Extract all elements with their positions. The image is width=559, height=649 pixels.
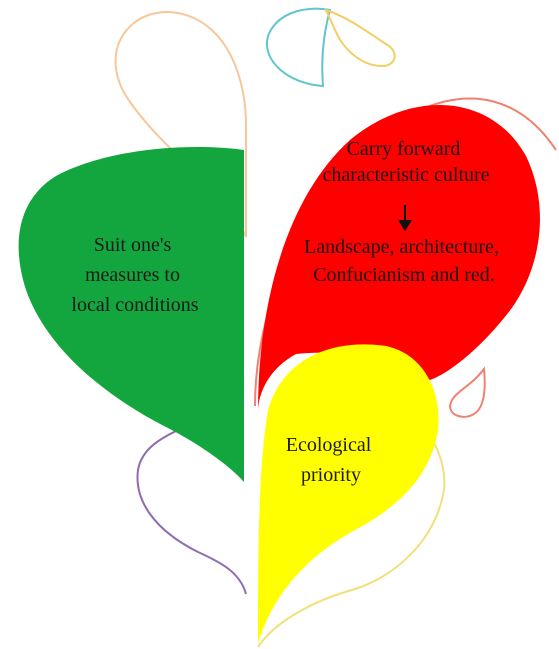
down-arrow-icon [398,205,412,231]
green-line-2: measures to [85,264,180,286]
yellow-petal-text: Ecological priority [286,434,377,486]
red-bottom-line-1: Landscape, architecture, [304,236,499,258]
red-petal [258,104,540,412]
green-line-1: Suit one's [94,234,172,256]
green-petal [18,147,244,483]
red-top-line-2: characteristic culture [322,164,489,186]
gold-outline-drop [324,8,396,68]
yellow-line-2: priority [301,464,361,486]
green-line-3: local conditions [71,294,198,316]
red-top-line-1: Carry forward [347,138,461,160]
red-petal-bottom-text: Landscape, architecture, Confucianism an… [304,236,504,286]
green-petal-text: Suit one's measures to local conditions [71,234,198,316]
yellow-line-1: Ecological [286,434,372,456]
yellow-petal [258,344,439,644]
salmon-outline-drop [448,366,486,418]
red-petal-top-text: Carry forward characteristic culture [322,138,489,186]
red-bottom-line-2: Confucianism and red. [313,264,495,286]
yellow-outline-curve [257,439,446,648]
purple-outline-drop [136,425,247,595]
teal-outline-drop [265,7,332,88]
